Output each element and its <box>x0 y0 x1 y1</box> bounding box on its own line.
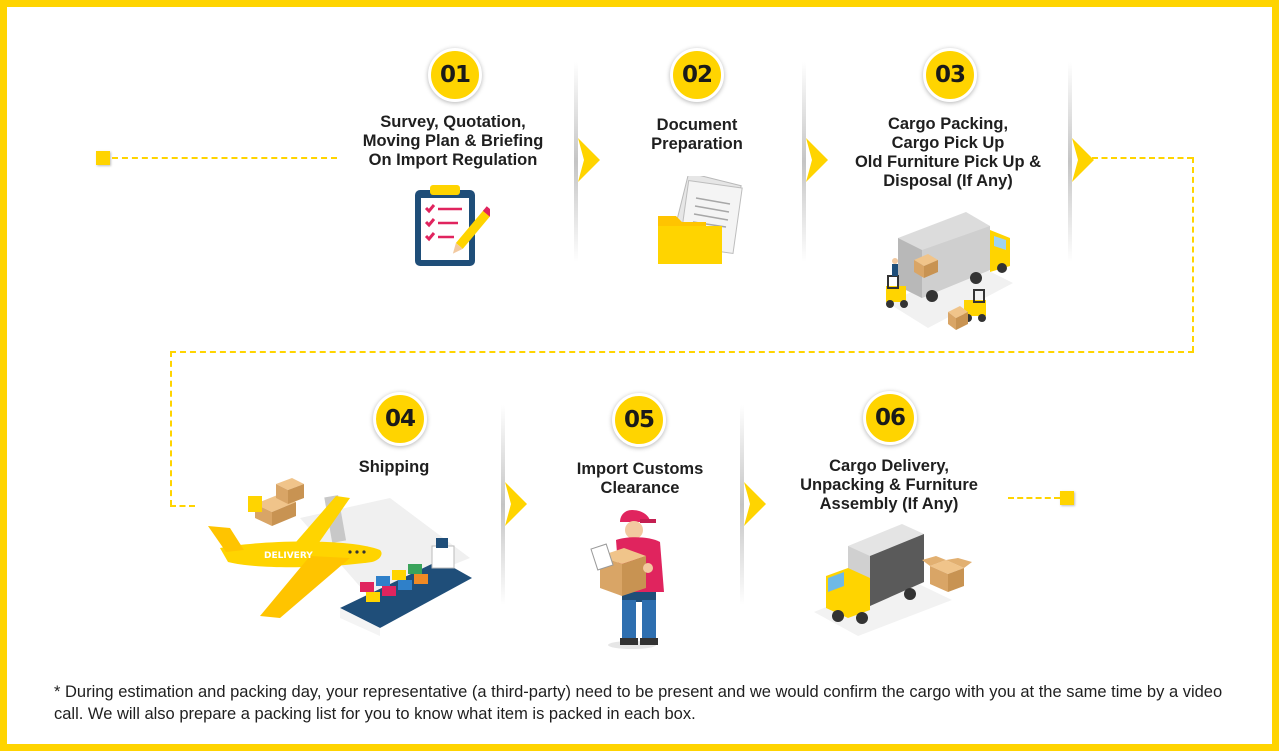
footnote: * During estimation and packing day, you… <box>54 683 1223 723</box>
step-title: Survey, Quotation, Moving Plan & Briefin… <box>362 113 544 169</box>
step-number-badge: 03 <box>923 48 977 102</box>
folder-documents-icon <box>658 176 743 264</box>
step-number-badge: 04 <box>373 392 427 446</box>
step-number-badge: 05 <box>612 393 666 447</box>
step-number-badge: 02 <box>670 48 724 102</box>
chevron-right-icon <box>505 482 527 526</box>
end-marker <box>1060 491 1074 505</box>
step-title: Shipping <box>358 458 430 476</box>
clipboard-checklist-icon <box>415 185 490 266</box>
start-marker <box>96 151 110 165</box>
chevron-right-icon <box>806 138 828 182</box>
plane-ship-icon: DELIVERY <box>208 478 472 636</box>
delivery-truck-icon <box>814 524 972 636</box>
chevron-right-icon <box>744 482 766 526</box>
chevron-right-icon <box>1072 138 1094 182</box>
courier-box-icon <box>590 510 664 649</box>
step-title: Document Preparation <box>651 116 743 153</box>
truck-forklift-icon <box>886 212 1013 330</box>
step-title: Cargo Packing, Cargo Pick Up Old Furnitu… <box>854 115 1042 190</box>
step-number-badge: 01 <box>428 48 482 102</box>
step-title: Import Customs Clearance <box>576 460 704 497</box>
plane-label: DELIVERY <box>264 551 313 561</box>
step-number-badge: 06 <box>863 391 917 445</box>
chevron-right-icon <box>578 138 600 182</box>
step-title: Cargo Delivery, Unpacking & Furniture As… <box>800 457 978 513</box>
